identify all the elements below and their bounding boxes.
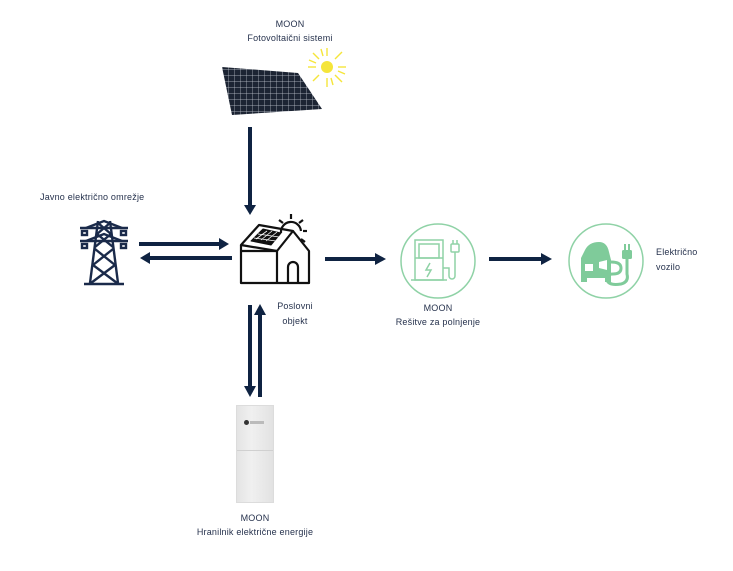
arrow-building-to-grid	[140, 252, 232, 264]
storage-name: Hranilnik električne energije	[196, 527, 314, 537]
house-solar-icon	[237, 211, 317, 289]
ev-name-line2: vozilo	[656, 262, 681, 272]
arrow-building-to-storage	[244, 305, 256, 397]
power-tower-icon	[76, 217, 132, 287]
building-name-line1: Poslovni	[277, 301, 313, 311]
arrow-building-to-charger	[325, 253, 386, 265]
ev-charger-icon	[399, 222, 477, 300]
storage-brand: MOON	[240, 513, 270, 523]
solar-panel-icon	[210, 45, 360, 130]
charger-name: Rešitve za polnjenje	[395, 317, 481, 327]
electric-car-icon	[567, 222, 645, 300]
battery-storage-icon	[236, 405, 274, 503]
ev-name-line1: Električno	[656, 247, 698, 257]
building-name-line2: objekt	[282, 316, 308, 326]
arrow-pv-to-building	[244, 127, 256, 215]
pv-brand: MOON	[275, 19, 305, 29]
arrow-storage-to-building	[254, 304, 266, 397]
grid-name: Javno električno omrežje	[40, 192, 145, 202]
pv-name: Fotovoltaični sistemi	[247, 33, 333, 43]
sun-icon	[308, 48, 346, 87]
arrow-grid-to-building	[139, 238, 229, 250]
sun-outline-icon	[278, 214, 307, 243]
charger-brand: MOON	[423, 303, 453, 313]
arrow-charger-to-ev	[489, 253, 552, 265]
